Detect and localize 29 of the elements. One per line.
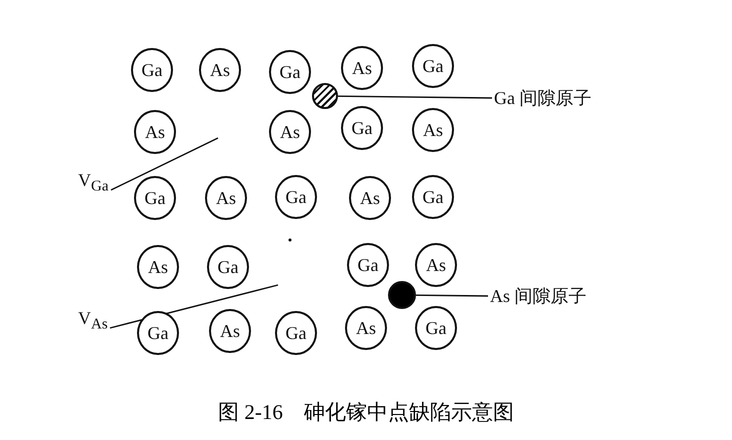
atom-circle: As <box>415 243 457 287</box>
atom-circle: Ga <box>207 245 249 289</box>
leader-line <box>338 95 492 99</box>
atom-circle: Ga <box>131 48 173 92</box>
atom-circle: Ga <box>412 44 454 88</box>
atom-circle: As <box>341 46 383 90</box>
atom-circle: Ga <box>415 306 457 350</box>
leader-line <box>110 137 218 191</box>
atom-circle: As <box>205 176 247 220</box>
atom-circle: Ga <box>134 176 176 220</box>
atom-circle: Ga <box>275 311 317 355</box>
leader-line <box>416 294 488 297</box>
hatched-interstitial-atom <box>312 83 338 109</box>
atom-circle: As <box>269 110 311 154</box>
figure-caption: 图 2-16 砷化镓中点缺陷示意图 <box>218 400 514 424</box>
interstitial-atom <box>388 281 416 309</box>
atom-circle: Ga <box>137 311 179 355</box>
atom-circle: Ga <box>275 175 317 219</box>
atom-circle: As <box>199 48 241 92</box>
atom-circle: As <box>209 309 251 353</box>
atom-circle: Ga <box>269 50 311 94</box>
atom-circle: As <box>137 245 179 289</box>
atom-circle: As <box>349 176 391 220</box>
atom-circle: As <box>412 108 454 152</box>
atom-circle: As <box>134 110 176 154</box>
atom-circle: Ga <box>347 243 389 287</box>
atom-circle: As <box>345 306 387 350</box>
atom-circle: Ga <box>341 106 383 150</box>
atom-circle: Ga <box>412 175 454 219</box>
